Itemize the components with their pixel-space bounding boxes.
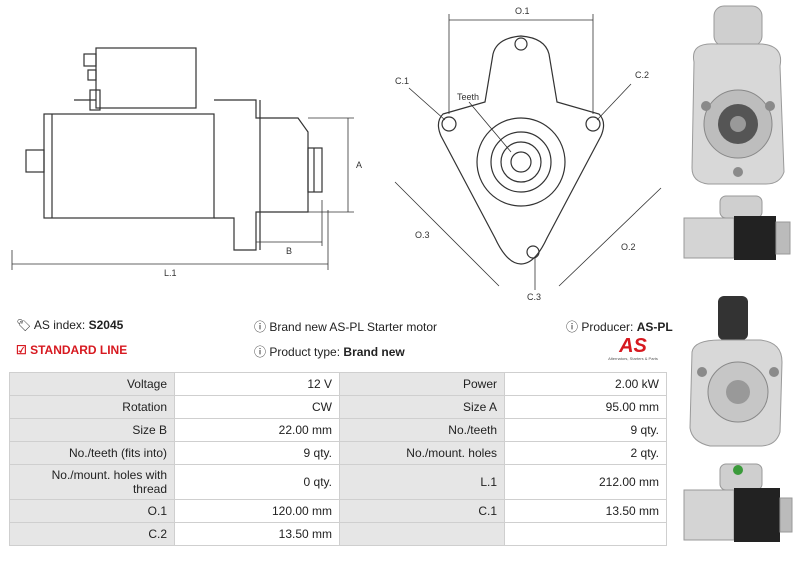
spec-label: No./teeth	[339, 418, 505, 442]
as-index-label: AS index:	[33, 318, 86, 332]
spec-label: Voltage	[9, 372, 175, 396]
spec-value: 120.00 mm	[174, 499, 340, 523]
product-photo-front	[691, 5, 785, 185]
dim-label-o3: O.3	[415, 230, 430, 240]
spec-value: 2 qty.	[504, 441, 667, 465]
dim-label-l1: L.1	[164, 268, 177, 278]
spec-value: 95.00 mm	[504, 395, 667, 419]
spec-label: Size B	[9, 418, 175, 442]
producer-value: AS-PL	[636, 320, 673, 334]
spec-label: No./teeth (fits into)	[9, 441, 175, 465]
spec-value: CW	[174, 395, 340, 419]
spec-label: Power	[339, 372, 505, 396]
tag-icon: 🏷︎	[16, 318, 32, 332]
product-photo-rear	[689, 296, 783, 447]
product-photo-side	[683, 195, 791, 260]
dim-label-c3: C.3	[527, 292, 541, 302]
spec-label	[339, 522, 505, 546]
spec-label: Size A	[339, 395, 505, 419]
as-index: 🏷︎ AS index: S2045	[16, 318, 123, 332]
info-icon: ⓘ	[566, 320, 579, 334]
standard-line: ☑ STANDARD LINE	[16, 343, 127, 357]
producer: ⓘ Producer: AS-PL	[566, 318, 673, 335]
spec-value: 13.50 mm	[174, 522, 340, 546]
as-index-value: S2045	[88, 318, 124, 332]
spec-label: No./mount. holes with thread	[9, 464, 175, 500]
spec-value: 0 qty.	[174, 464, 340, 500]
spec-label: Rotation	[9, 395, 175, 419]
product-type-value: Brand new	[343, 345, 405, 359]
product-type-label: Product type:	[269, 345, 341, 359]
spec-value	[504, 522, 667, 546]
spec-value: 9 qty.	[174, 441, 340, 465]
check-square-icon: ☑	[16, 343, 27, 357]
dim-label-a: A	[356, 160, 362, 170]
spec-value: 2.00 kW	[504, 372, 667, 396]
producer-logo: AS Alternators, Starters & Parts	[600, 336, 666, 361]
product-description: ⓘ Brand new AS-PL Starter motor	[254, 318, 437, 335]
standard-line-label: STANDARD LINE	[30, 343, 128, 357]
spec-label: C.2	[9, 522, 175, 546]
side-view-drawing: L.1 B A	[11, 47, 362, 278]
spec-value: 212.00 mm	[504, 464, 667, 500]
producer-label: Producer:	[581, 320, 634, 334]
logo-tagline: Alternators, Starters & Parts	[608, 356, 658, 361]
dim-label-o2: O.2	[621, 242, 636, 252]
dim-label-c2: C.2	[635, 70, 649, 80]
product-photo-side-2	[683, 463, 793, 542]
dim-label-c1: C.1	[395, 76, 409, 86]
spec-label: L.1	[339, 464, 505, 500]
spec-label: C.1	[339, 499, 505, 523]
info-icon: ⓘ	[254, 320, 267, 334]
info-icon: ⓘ	[254, 345, 267, 359]
table-row: No./teeth (fits into)9 qty.No./mount. ho…	[9, 441, 667, 465]
dim-label-teeth: Teeth	[457, 92, 479, 102]
spec-value: 12 V	[174, 372, 340, 396]
spec-value: 9 qty.	[504, 418, 667, 442]
description-text: Brand new AS-PL Starter motor	[269, 320, 437, 334]
product-type: ⓘ Product type: Brand new	[254, 343, 405, 360]
spec-label: No./mount. holes	[339, 441, 505, 465]
spec-value: 13.50 mm	[504, 499, 667, 523]
dim-label-b: B	[286, 246, 292, 256]
logo-mark: AS	[619, 335, 647, 357]
spec-label: O.1	[9, 499, 175, 523]
dim-label-o1: O.1	[515, 6, 530, 16]
spec-value: 22.00 mm	[174, 418, 340, 442]
front-view-drawing: O.1 C.1 C.2 Teeth O.3 O.2 C.3	[394, 6, 662, 302]
